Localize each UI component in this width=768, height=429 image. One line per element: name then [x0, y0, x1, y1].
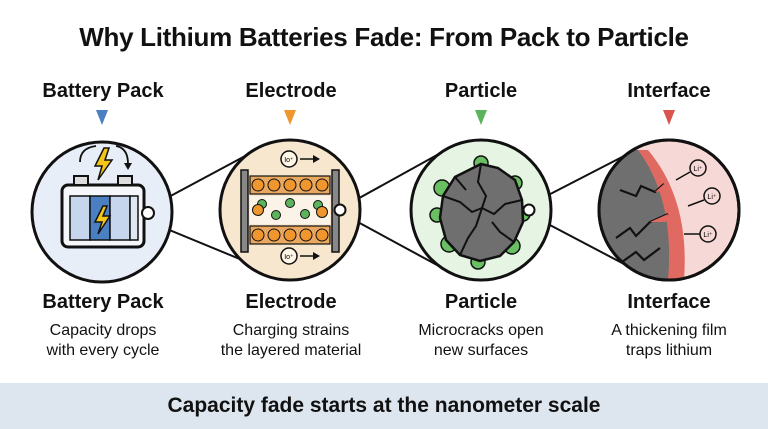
particle-bulk: [600, 150, 670, 279]
desc-particle-line1: Microcracks open: [418, 322, 544, 339]
desc-battery-pack-line2: with every cycle: [46, 342, 160, 359]
heading-particle: Particle: [444, 80, 518, 102]
electrode-atoms-bottom: [251, 228, 329, 242]
microcracks: [442, 163, 523, 256]
marker-particle: [475, 110, 487, 125]
svg-text:Li⁺: Li⁺: [693, 166, 702, 173]
desc-particle-line2: new surfaces: [433, 342, 529, 359]
svg-text:Li⁺: Li⁺: [703, 232, 712, 239]
desc-interface: A thickening film traps lithium: [574, 321, 764, 361]
name-interface: Interface: [627, 291, 711, 313]
desc-interface-line1: A thickening film: [611, 322, 727, 339]
electrode-atoms-bottom-1: [252, 204, 328, 218]
name-battery-pack: Battery Pack: [42, 291, 164, 313]
particle-circle: [409, 138, 553, 282]
interface-circle: Li⁺ Li⁺ Li⁺: [597, 138, 741, 282]
svg-text:Li⁺: Li⁺: [707, 194, 716, 201]
heading-battery-pack: Battery Pack: [42, 80, 164, 102]
lithium-ions-middle: [257, 198, 323, 220]
marker-interface: [663, 110, 675, 125]
electrode-circle: Io⁺ Io⁺: [218, 138, 362, 282]
desc-battery-pack-line1: Capacity drops: [49, 322, 157, 339]
battery-pack-circle: [30, 140, 174, 284]
crack-film-fill: [650, 184, 668, 222]
svg-text:Io⁺: Io⁺: [284, 254, 294, 261]
heading-interface: Interface: [627, 80, 711, 102]
lithium-ion-labels: Li⁺ Li⁺ Li⁺: [675, 159, 721, 243]
name-particle: Particle: [444, 291, 518, 313]
name-electrode: Electrode: [245, 291, 337, 313]
desc-particle: Microcracks open new surfaces: [386, 321, 576, 361]
summary-text: Capacity fade starts at the nanometer sc…: [167, 394, 601, 417]
desc-electrode-line1: Charging strains: [232, 322, 350, 339]
summary-banner: Capacity fade starts at the nanometer sc…: [0, 383, 768, 429]
page-title: Why Lithium Batteries Fade: From Pack to…: [79, 22, 689, 52]
lightning-icon: [79, 145, 132, 181]
desc-battery-pack: Capacity drops with every cycle: [8, 321, 198, 361]
ion-label-bottom: Io⁺: [280, 247, 320, 265]
desc-electrode: Charging strains the layered material: [196, 321, 386, 361]
interface-cracks: [615, 183, 669, 263]
marker-electrode: [284, 110, 296, 125]
electrode-atoms-top: [251, 178, 329, 192]
desc-interface-line2: traps lithium: [625, 342, 713, 359]
desc-electrode-line2: the layered material: [220, 342, 362, 359]
battery-icon: [60, 175, 146, 249]
svg-text:Io⁺: Io⁺: [284, 157, 294, 164]
ion-label-top: Io⁺: [280, 150, 320, 168]
marker-battery-pack: [96, 110, 108, 125]
heading-electrode: Electrode: [245, 80, 337, 102]
